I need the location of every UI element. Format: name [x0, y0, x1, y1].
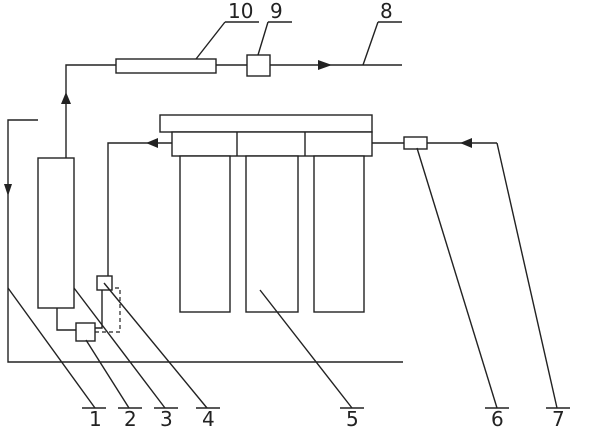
post-filter-tube	[115, 58, 217, 74]
outlet-valve	[246, 54, 271, 77]
label-4: 4	[202, 407, 215, 431]
label-6: 6	[491, 407, 504, 431]
label-8: 8	[380, 0, 393, 23]
inlet-valve	[403, 136, 428, 150]
leader-line-1	[7, 287, 96, 409]
filter-feed-arrow	[146, 138, 158, 148]
outlet-flow-arrow	[318, 60, 332, 70]
booster-pump	[75, 322, 96, 342]
leader-line-10	[195, 21, 226, 60]
label-9: 9	[270, 0, 283, 23]
leader-line-5	[259, 289, 353, 409]
filter-head-block	[171, 131, 373, 157]
filter-feed-pipe	[107, 142, 172, 276]
return-pipe-left	[7, 119, 403, 363]
filter-head-plate	[159, 114, 373, 133]
label-7: 7	[552, 407, 565, 431]
storage-tank	[37, 157, 75, 309]
leader-line-6	[416, 147, 498, 409]
tank-outlet-pipe	[65, 64, 402, 158]
filter-cartridge-1	[179, 155, 231, 313]
label-3: 3	[160, 407, 173, 431]
leader-line-7	[496, 142, 558, 409]
return-flow-arrow	[4, 184, 12, 196]
label-10: 10	[228, 0, 253, 23]
label-5: 5	[346, 407, 359, 431]
leader-line-2	[85, 339, 130, 409]
leader-line-3	[73, 287, 166, 409]
tank-outlet-arrow	[61, 92, 71, 104]
pump-bypass-dash	[95, 287, 121, 333]
tank-to-pump-pipe	[56, 308, 76, 331]
leader-line-8	[362, 21, 379, 66]
label-1: 1	[89, 407, 102, 431]
label-2: 2	[124, 407, 137, 431]
leader-line-9	[257, 21, 269, 56]
leader-line-4	[103, 282, 208, 409]
filter-cartridge-3	[313, 155, 365, 313]
filter-cartridge-2	[245, 155, 299, 313]
pump-riser-pipe	[95, 290, 103, 329]
inlet-flow-arrow	[460, 138, 472, 148]
